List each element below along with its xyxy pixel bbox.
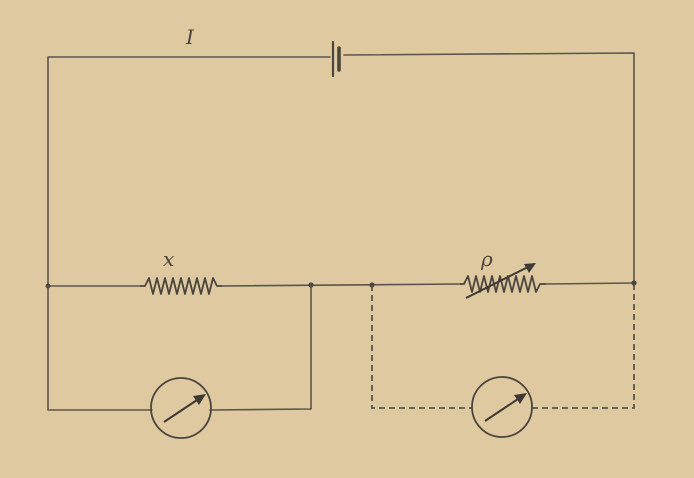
rheostat-label: ρ [480, 247, 493, 271]
wire-right-meter-loop [371, 283, 635, 409]
wire-middle-right [545, 282, 635, 285]
battery-icon [331, 40, 341, 78]
resistor-x-icon [140, 277, 222, 295]
battery-label: I [185, 25, 195, 49]
wire-middle-center [221, 283, 461, 287]
resistor-x-label: x [163, 247, 174, 271]
wire-left-meter-loop [47, 284, 312, 411]
right-galvanometer-icon [471, 376, 533, 438]
left-galvanometer-icon [150, 377, 212, 439]
wire-top-left [47, 56, 331, 287]
rheostat-icon [460, 263, 546, 299]
junction-right [631, 280, 637, 286]
wire-top-right [343, 52, 635, 284]
